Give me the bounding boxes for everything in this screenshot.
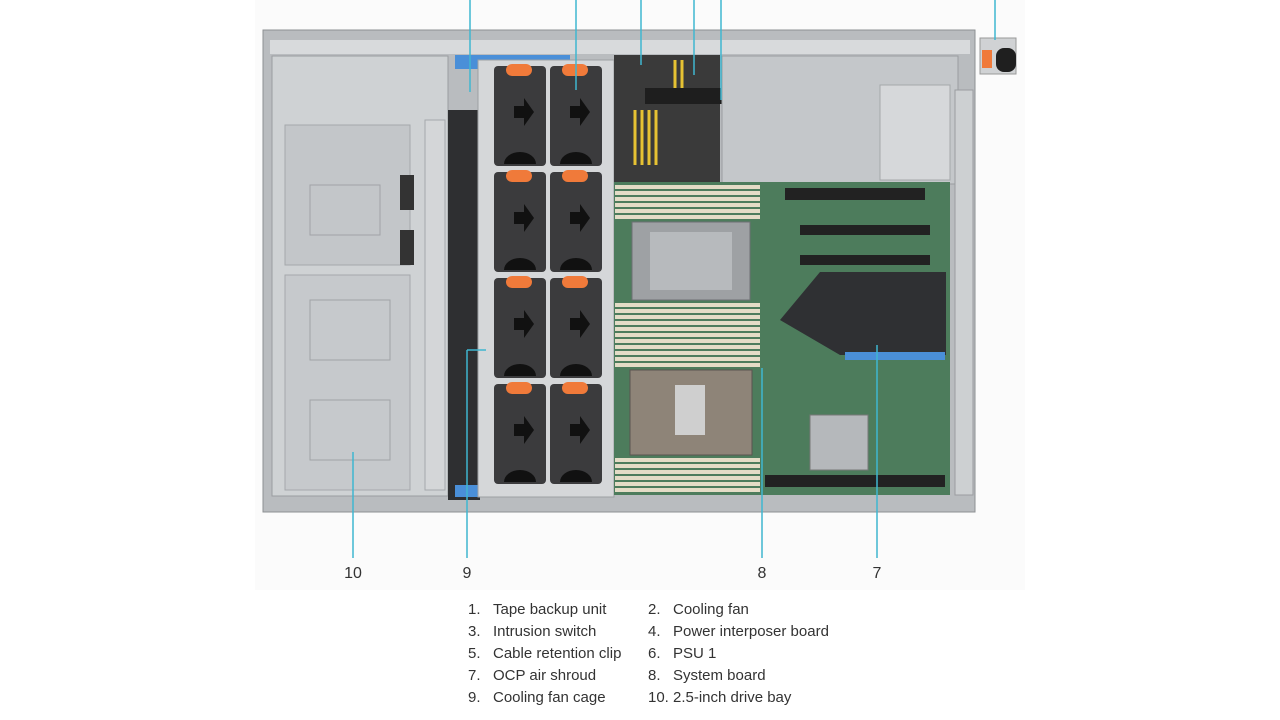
airflow-arrow-icon xyxy=(514,98,534,126)
dimm-slot xyxy=(615,309,760,313)
airflow-arrow-icon xyxy=(570,204,590,232)
pcie-slot xyxy=(785,188,925,200)
legend-item: 4.Power interposer board xyxy=(648,623,829,640)
dimm-slot xyxy=(615,458,760,462)
legend-item: 9.Cooling fan cage xyxy=(468,689,606,706)
dimm-slot xyxy=(615,357,760,361)
fan-release-tab xyxy=(562,382,588,394)
dimm-slot xyxy=(615,345,760,349)
dimm-slot xyxy=(615,464,760,468)
fan-connector xyxy=(504,152,536,164)
legend-item: 10.2.5-inch drive bay xyxy=(648,689,792,706)
airflow-arrow-icon xyxy=(514,310,534,338)
dimm-slot xyxy=(615,351,760,355)
server-internal-view xyxy=(262,0,1017,558)
legend-item: 5.Cable retention clip xyxy=(468,645,622,662)
dimm-slot xyxy=(615,209,760,213)
legend-item: 2.Cooling fan xyxy=(648,601,749,618)
cable-retention-clip xyxy=(645,88,723,104)
cable-channel xyxy=(448,110,480,500)
dimm-slot xyxy=(615,215,760,219)
fan-release-tab xyxy=(562,276,588,288)
legend-item: 7.OCP air shroud xyxy=(468,667,597,684)
dimm-slot xyxy=(615,470,760,474)
dimm-slot xyxy=(615,327,760,331)
callout-label-9: 9 xyxy=(462,565,472,582)
chassis-side-rail xyxy=(954,89,974,496)
fan-release-tab xyxy=(506,382,532,394)
dimm-slot xyxy=(615,203,760,207)
dimm-slot xyxy=(615,315,760,319)
dimm-slot xyxy=(615,333,760,337)
callout-label-8: 8 xyxy=(757,565,767,582)
dimm-slot xyxy=(615,488,760,492)
fan-connector xyxy=(560,364,592,376)
ocp-air-shroud xyxy=(780,272,946,355)
fan-connector xyxy=(560,152,592,164)
fan-connector xyxy=(560,470,592,482)
legend-item: 8.System board xyxy=(648,667,766,684)
chassis-top-rail xyxy=(270,40,970,54)
fan-release-tab xyxy=(562,64,588,76)
airflow-arrow-icon xyxy=(570,310,590,338)
dimm-slot xyxy=(615,339,760,343)
dimm-slot xyxy=(615,303,760,307)
pcie-slot xyxy=(800,225,930,235)
legend-item: 6.PSU 1 xyxy=(648,645,717,662)
fan-release-tab xyxy=(506,170,532,182)
airflow-arrow-icon xyxy=(570,416,590,444)
dimm-slot xyxy=(615,321,760,325)
fan-release-tab xyxy=(562,170,588,182)
dimm-slot xyxy=(615,185,760,189)
chipset-heatsink xyxy=(809,414,869,471)
fan-connector xyxy=(504,258,536,270)
dimm-slot xyxy=(615,197,760,201)
fan-connector xyxy=(504,364,536,376)
fan-connector xyxy=(560,258,592,270)
fan-release-tab xyxy=(506,276,532,288)
airflow-arrow-icon xyxy=(514,416,534,444)
fan-release-tab xyxy=(506,64,532,76)
legend-item: 3.Intrusion switch xyxy=(468,623,597,640)
legend-item: 1.Tape backup unit xyxy=(468,601,607,618)
dimm-slot xyxy=(615,363,760,367)
airflow-arrow-icon xyxy=(570,98,590,126)
drive-bay xyxy=(271,55,449,497)
dimm-slot xyxy=(615,191,760,195)
pcie-slot xyxy=(800,255,930,265)
airflow-arrow-icon xyxy=(514,204,534,232)
dimm-slot xyxy=(615,482,760,486)
callout-label-7: 7 xyxy=(872,565,882,582)
callout-label-10: 10 xyxy=(344,565,362,582)
cable-area xyxy=(614,55,720,185)
fan-connector xyxy=(504,470,536,482)
dimm-slot xyxy=(615,476,760,480)
